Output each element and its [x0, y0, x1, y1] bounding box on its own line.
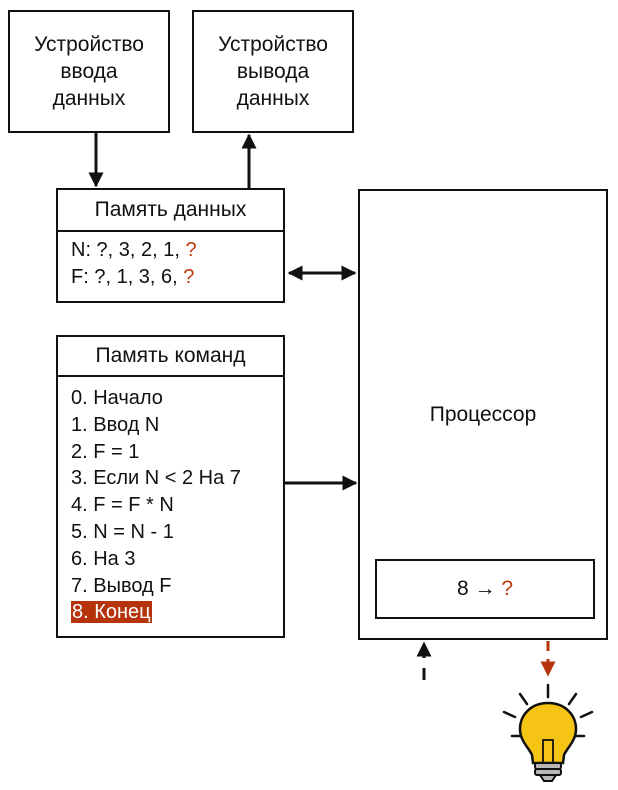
- data-memory-title: Память данных: [58, 190, 283, 232]
- command-item: 1. Ввод N: [71, 413, 160, 436]
- current-command-highlight: 8. Конец: [71, 601, 152, 624]
- data-memory-box: Память данных N: ?, 3, 2, 1, ? F: ?, 1, …: [56, 188, 285, 303]
- light-bulb-icon: [502, 683, 594, 782]
- input-device-box: Устройство ввода данных: [8, 10, 170, 133]
- command-item: 7. Вывод F: [71, 574, 172, 597]
- data-memory-row-f: F: ?, 1, 3, 6, ?: [71, 265, 195, 288]
- command-item-current: 8. Конец: [71, 599, 279, 626]
- command-item: 6. На 3: [71, 547, 136, 570]
- command-item: 3. Если N < 2 На 7: [71, 467, 241, 490]
- data-memory-row-n: N: ?, 3, 2, 1, ?: [71, 239, 197, 261]
- command-memory-title: Память команд: [58, 337, 283, 377]
- data-memory-values: N: ?, 3, 2, 1, ? F: ?, 1, 3, 6, ?: [71, 237, 279, 290]
- unknown-value: ?: [185, 239, 197, 261]
- unknown-value: ?: [501, 577, 514, 600]
- input-device-label: Устройство ввода данных: [34, 33, 144, 110]
- command-list: 0. Начало 1. Ввод N 2. F = 1 3. Если N <…: [71, 385, 279, 626]
- command-item: 0. Начало: [71, 387, 163, 409]
- command-item: 2. F = 1: [71, 440, 140, 463]
- processor-label: Процессор: [429, 403, 537, 426]
- register-value: 8 →: [456, 577, 496, 600]
- command-item: 4. F = F * N: [71, 494, 174, 517]
- unknown-value: ?: [183, 265, 195, 288]
- command-memory-box: Память команд 0. Начало 1. Ввод N 2. F =…: [56, 335, 285, 638]
- command-item: 5. N = N - 1: [71, 520, 174, 543]
- output-device-label: Устройство вывода данных: [218, 33, 328, 110]
- output-device-box: Устройство вывода данных: [192, 10, 354, 133]
- processor-box: Процессор 8 → ?: [358, 189, 608, 640]
- instruction-register: 8 → ?: [375, 559, 595, 619]
